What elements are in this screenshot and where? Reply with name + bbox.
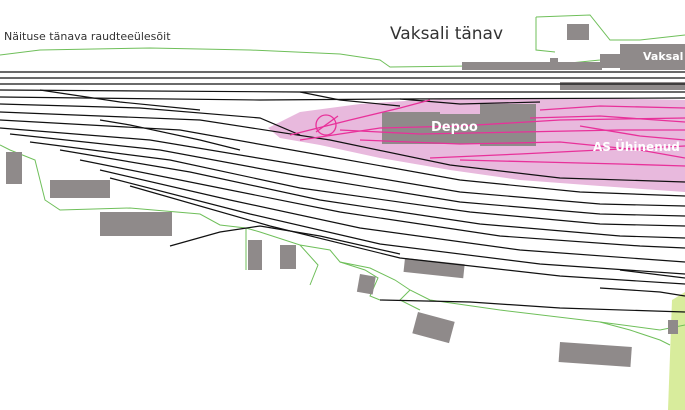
industrial-sidings xyxy=(289,99,685,167)
building-label-vaksal: Vaksal xyxy=(643,50,684,63)
buildings xyxy=(6,24,685,367)
industrial-area xyxy=(268,98,685,192)
building-label-depoo: Depoo xyxy=(431,120,478,135)
railway-tracks xyxy=(0,71,685,313)
street-label-naituse: Näituse tänava raudteeülesõit xyxy=(4,30,171,43)
street-label-vaksali: Vaksali tänav xyxy=(390,24,504,44)
green-zone xyxy=(668,292,685,410)
area-label-ahinenud: AS Ühinenud xyxy=(593,140,680,154)
